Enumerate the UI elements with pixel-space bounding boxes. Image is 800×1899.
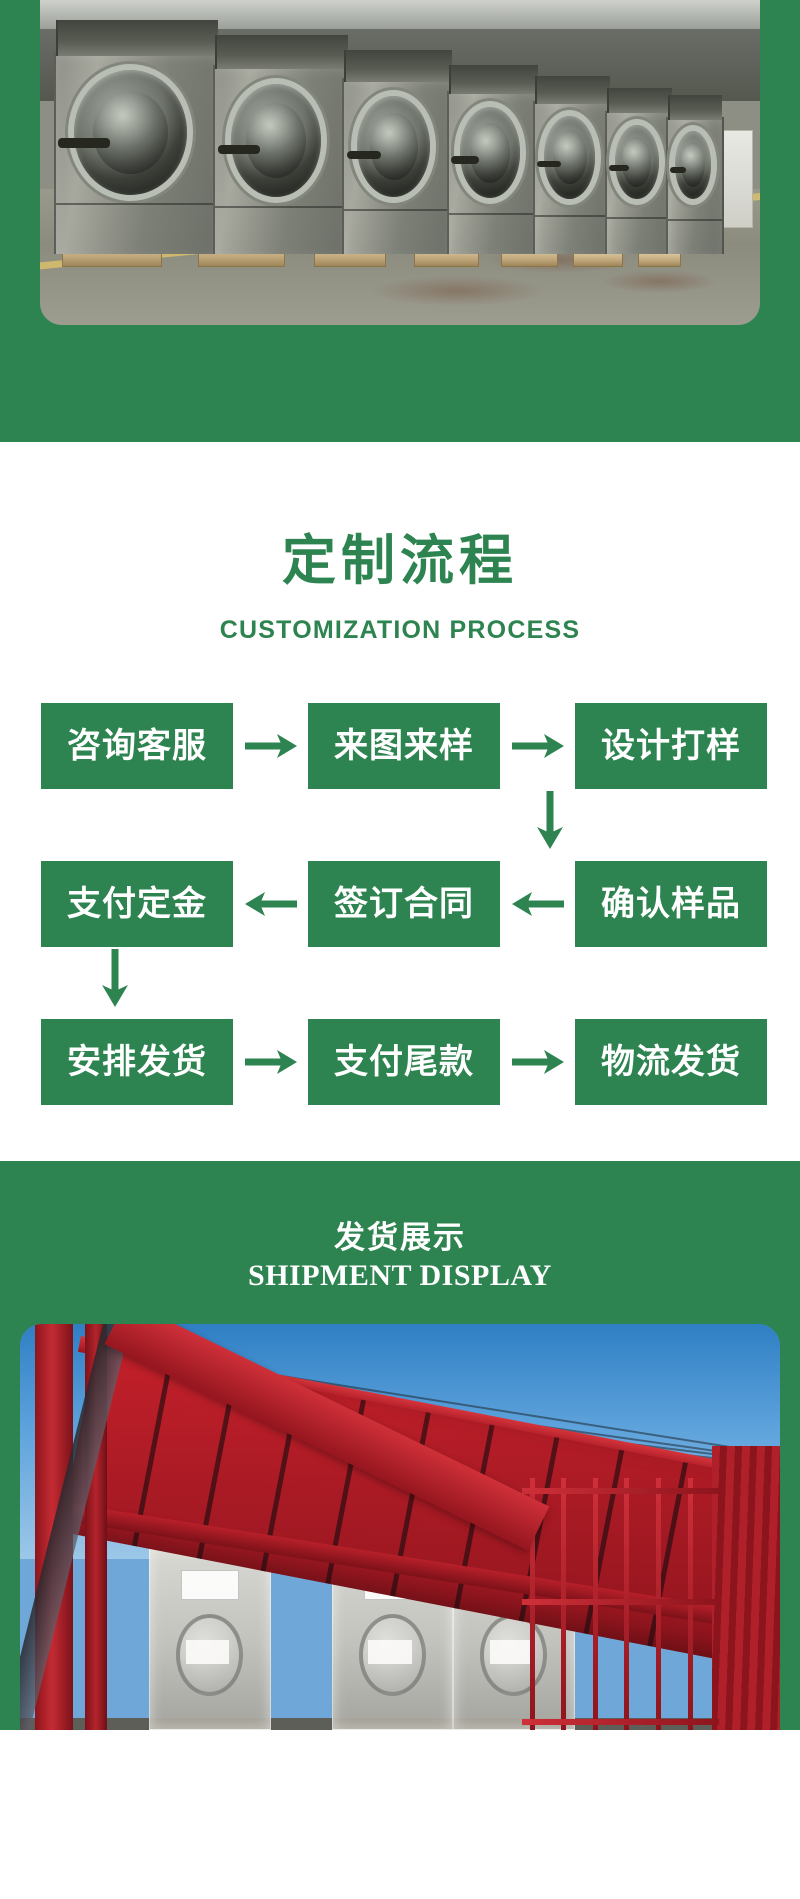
door-glass bbox=[469, 122, 511, 183]
arrow-left-icon bbox=[500, 887, 575, 921]
floor-stain bbox=[371, 276, 544, 306]
process-title-cn: 定制流程 bbox=[282, 531, 518, 591]
shipment-photo bbox=[20, 1324, 780, 1730]
flow-row-2: 支付定金 签订合同 确认样品 bbox=[0, 861, 800, 947]
process-flowchart: 咨询客服 来图来样 设计打样 bbox=[0, 645, 800, 1105]
door-glass bbox=[246, 103, 306, 178]
door-glass bbox=[93, 91, 169, 174]
gate-cross-bar bbox=[521, 1599, 720, 1606]
arrow-down-icon bbox=[531, 789, 569, 851]
door-handle bbox=[347, 150, 381, 159]
cargo-label bbox=[186, 1640, 230, 1665]
hero-product-photo bbox=[40, 0, 760, 325]
washing-machine bbox=[54, 19, 220, 254]
cargo-label bbox=[368, 1640, 412, 1665]
gate-cross-bar bbox=[521, 1718, 720, 1725]
flow-step-confirm-sample[interactable]: 确认样品 bbox=[575, 861, 767, 947]
machine-door bbox=[608, 124, 659, 200]
washing-machine bbox=[533, 76, 613, 254]
door-glass bbox=[369, 112, 419, 181]
machine-door bbox=[669, 130, 712, 199]
door-handle bbox=[451, 156, 480, 164]
wood-pallet bbox=[572, 251, 624, 267]
washing-machine bbox=[446, 65, 541, 254]
red-side-curtain bbox=[711, 1445, 780, 1730]
washing-machine bbox=[342, 50, 454, 254]
flow-step-arrange-shipment[interactable]: 安排发货 bbox=[41, 1019, 233, 1105]
door-glass bbox=[622, 137, 652, 187]
process-section: 定制流程 CUSTOMIZATION PROCESS 咨询客服 来图来样 设计打… bbox=[0, 442, 800, 1161]
flow-step-pay-balance[interactable]: 支付尾款 bbox=[308, 1019, 500, 1105]
flow-step-sign-contract[interactable]: 签订合同 bbox=[308, 861, 500, 947]
wrapped-machine-cargo bbox=[149, 1543, 271, 1730]
machine-door bbox=[451, 107, 521, 199]
machine-door bbox=[347, 95, 431, 198]
arrow-right-icon bbox=[233, 1045, 308, 1079]
arrow-right-icon bbox=[500, 729, 575, 763]
washing-machine bbox=[605, 87, 674, 254]
flow-row-1: 咨询客服 来图来样 设计打样 bbox=[0, 703, 800, 789]
wood-pallet bbox=[637, 252, 681, 267]
arrow-right-icon bbox=[233, 729, 308, 763]
flow-step-consult-service[interactable]: 咨询客服 bbox=[41, 703, 233, 789]
door-handle bbox=[218, 144, 260, 154]
process-bottom-spacer bbox=[0, 1105, 800, 1161]
shipment-section: 发货展示 SHIPMENT DISPLAY bbox=[0, 1161, 800, 1730]
door-handle bbox=[537, 160, 561, 168]
door-handle bbox=[58, 137, 111, 148]
door-handle bbox=[669, 167, 687, 173]
cargo-label bbox=[181, 1570, 239, 1600]
washing-machine bbox=[212, 34, 350, 254]
machine-row bbox=[40, 0, 760, 325]
arrow-right-icon bbox=[500, 1045, 575, 1079]
machine-door bbox=[218, 83, 322, 197]
hero-section bbox=[0, 0, 800, 442]
shipment-title-cn: 发货展示 bbox=[334, 1220, 466, 1255]
arrow-left-icon bbox=[233, 887, 308, 921]
door-handle bbox=[608, 164, 629, 171]
flow-step-logistics-delivery[interactable]: 物流发货 bbox=[575, 1019, 767, 1105]
flow-step-pay-deposit[interactable]: 支付定金 bbox=[41, 861, 233, 947]
door-glass bbox=[552, 130, 587, 185]
flow-step-design-proofing[interactable]: 设计打样 bbox=[575, 703, 767, 789]
machine-door bbox=[537, 116, 596, 199]
floor-stain bbox=[601, 269, 717, 293]
washing-machine-scene bbox=[40, 0, 760, 325]
flow-step-send-drawing-sample[interactable]: 来图来样 bbox=[308, 703, 500, 789]
shipment-title-en: SHIPMENT DISPLAY bbox=[248, 1259, 552, 1293]
machine-door bbox=[58, 70, 188, 196]
arrow-down-icon bbox=[96, 947, 134, 1009]
red-gate-frame bbox=[521, 1478, 720, 1730]
flow-connector-row-2 bbox=[0, 947, 800, 1019]
flow-connector-row-1 bbox=[0, 789, 800, 861]
process-title-en: CUSTOMIZATION PROCESS bbox=[219, 616, 581, 644]
gate-cross-bar bbox=[521, 1488, 720, 1495]
cargo-label bbox=[490, 1640, 534, 1665]
washing-machine bbox=[666, 95, 724, 254]
door-glass bbox=[681, 142, 706, 188]
flow-row-3: 安排发货 支付尾款 物流发货 bbox=[0, 1019, 800, 1105]
